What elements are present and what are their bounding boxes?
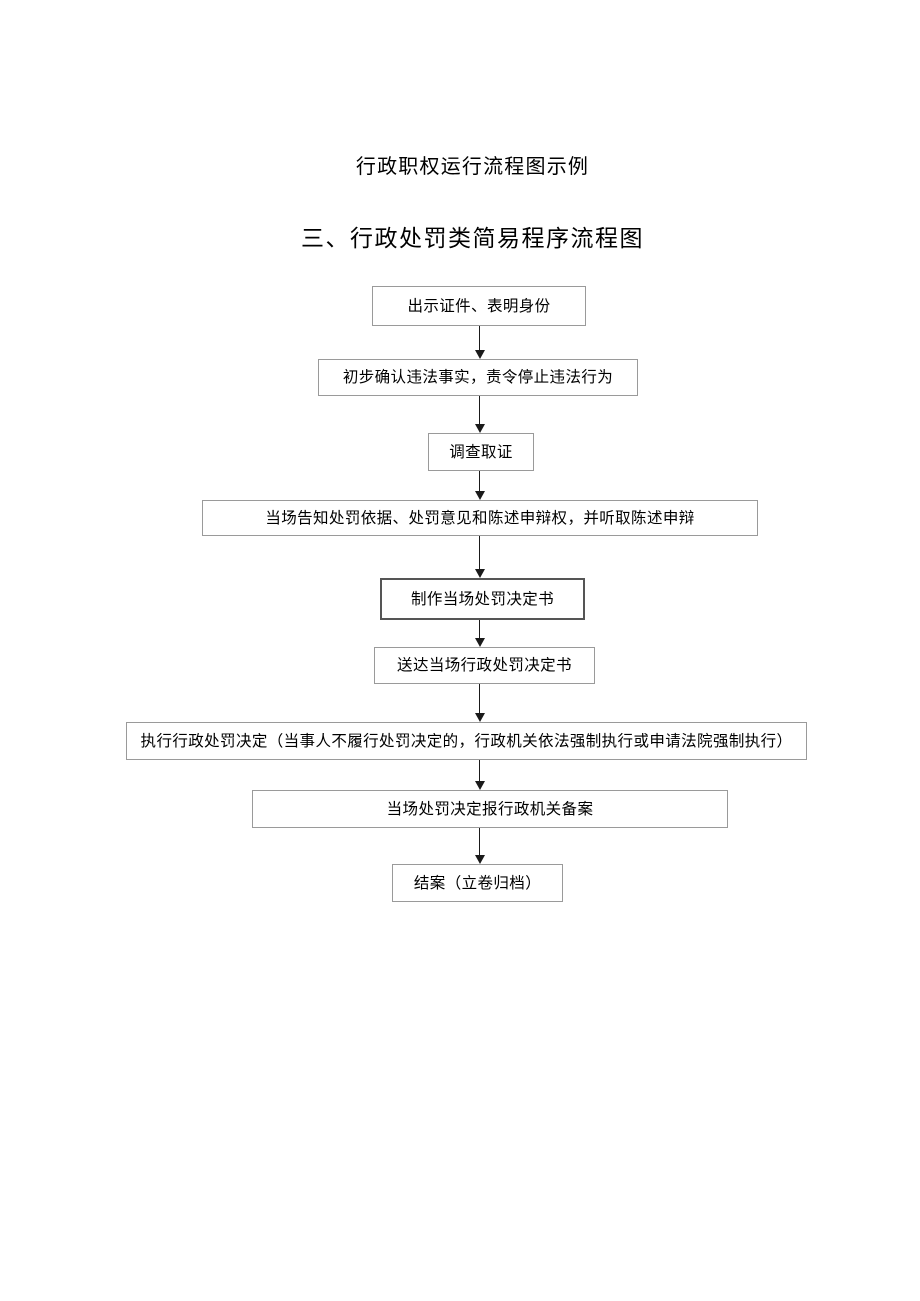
arrow-down-icon: [475, 350, 485, 359]
flow-connector: [479, 620, 480, 639]
arrow-down-icon: [475, 424, 485, 433]
flow-node: 调查取证: [428, 433, 534, 471]
section-title: 三、行政处罚类简易程序流程图: [301, 226, 644, 252]
flow-node-label: 执行行政处罚决定（当事人不履行处罚决定的，行政机关依法强制执行或申请法院强制执行…: [140, 731, 793, 750]
flow-node: 当场处罚决定报行政机关备案: [252, 790, 728, 828]
flow-connector: [479, 684, 480, 714]
flow-node: 当场告知处罚依据、处罚意见和陈述申辩权，并听取陈述申辩: [202, 500, 758, 536]
flow-connector: [479, 828, 480, 856]
flow-node: 执行行政处罚决定（当事人不履行处罚决定的，行政机关依法强制执行或申请法院强制执行…: [126, 722, 807, 760]
flow-connector: [479, 760, 480, 782]
flow-connector: [479, 471, 480, 492]
arrow-down-icon: [475, 713, 485, 722]
flow-node: 制作当场处罚决定书: [380, 578, 585, 620]
flow-node: 出示证件、表明身份: [372, 286, 586, 326]
flow-node: 初步确认违法事实，责令停止违法行为: [318, 359, 638, 396]
flow-connector: [479, 536, 480, 570]
flow-node: 结案（立卷归档）: [392, 864, 563, 902]
arrow-down-icon: [475, 638, 485, 647]
arrow-down-icon: [475, 781, 485, 790]
arrow-down-icon: [475, 569, 485, 578]
flow-node-label: 送达当场行政处罚决定书: [397, 656, 572, 675]
flow-node-label: 初步确认违法事实，责令停止违法行为: [342, 368, 614, 387]
flow-node-label: 出示证件、表明身份: [407, 296, 551, 315]
arrow-down-icon: [475, 855, 485, 864]
flow-node-label: 制作当场处罚决定书: [410, 589, 555, 608]
flow-node-label: 当场处罚决定报行政机关备案: [386, 799, 594, 818]
flow-node-label: 调查取证: [449, 442, 513, 461]
flow-connector: [479, 396, 480, 425]
flow-node-label: 结案（立卷归档）: [413, 873, 542, 892]
flow-connector: [479, 326, 480, 351]
flow-node: 送达当场行政处罚决定书: [374, 647, 595, 684]
flow-node-label: 当场告知处罚依据、处罚意见和陈述申辩权，并听取陈述申辩: [265, 508, 695, 527]
document-title: 行政职权运行流程图示例: [355, 154, 590, 178]
arrow-down-icon: [475, 491, 485, 500]
